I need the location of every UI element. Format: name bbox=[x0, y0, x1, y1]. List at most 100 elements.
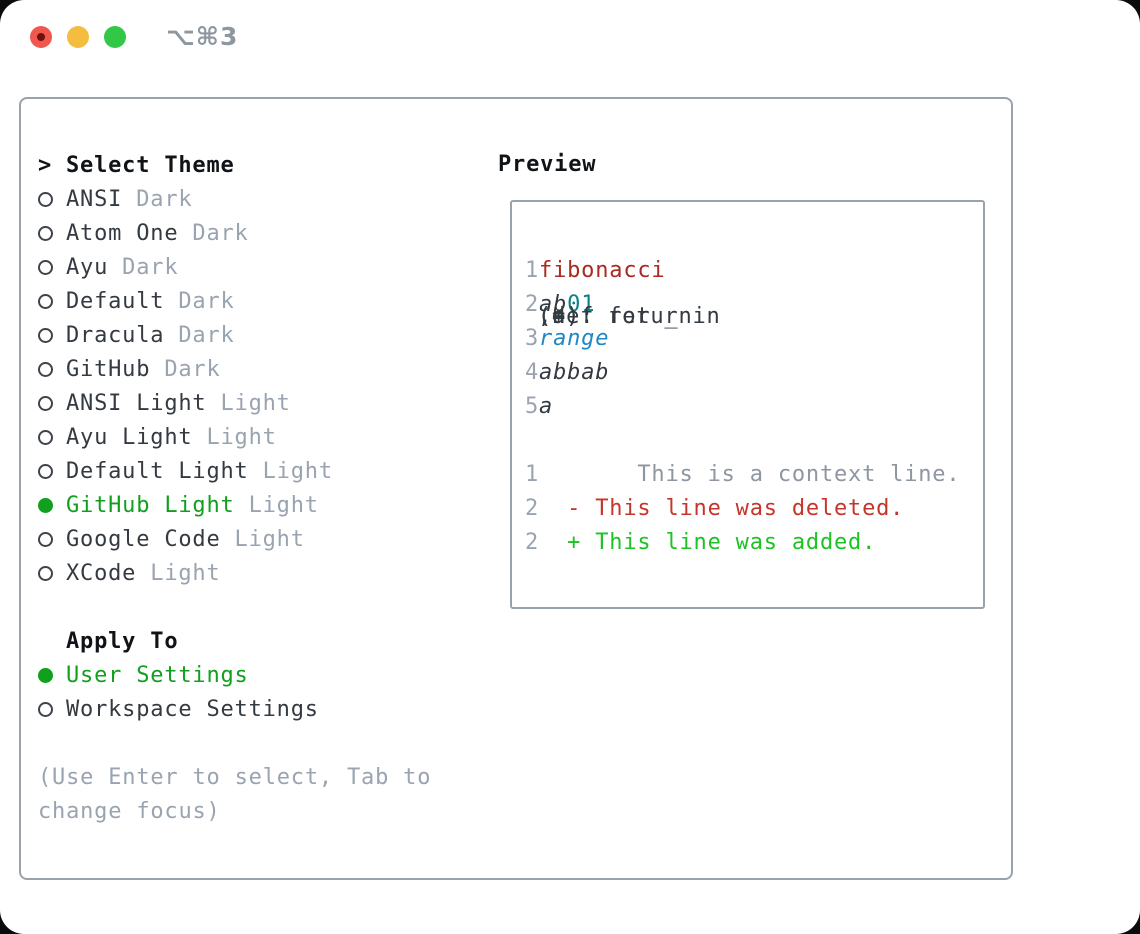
option-label: Workspace Settings bbox=[66, 696, 319, 722]
code-segment-num: 0 bbox=[567, 291, 582, 317]
radio-unselected-icon bbox=[38, 191, 66, 207]
variant-label: Dark bbox=[164, 322, 235, 348]
theme-option-xcode[interactable]: XCode Light bbox=[38, 556, 478, 590]
line-number: 5 bbox=[525, 393, 540, 419]
code-segment-var: b bbox=[553, 291, 568, 317]
option-label: Ayu Light bbox=[66, 424, 193, 450]
close-button[interactable] bbox=[30, 26, 52, 48]
theme-option-dracula[interactable]: Dracula Dark bbox=[38, 318, 478, 352]
code-segment-deleted: - This line was deleted. bbox=[539, 495, 905, 521]
cursor-icon: > bbox=[38, 152, 53, 178]
hint-text-line-2: change focus) bbox=[38, 798, 221, 824]
window-title: ⌥⌘3 bbox=[166, 22, 239, 51]
theme-option-atom-one[interactable]: Atom One Dark bbox=[38, 216, 478, 250]
radio-selected-icon bbox=[38, 667, 66, 683]
code-segment-code: (n): bbox=[538, 304, 595, 329]
option-label: Atom One bbox=[66, 220, 179, 246]
code-segment-var: a bbox=[581, 359, 596, 385]
option-label: Ayu bbox=[66, 254, 109, 280]
code-segment-var: b bbox=[553, 359, 568, 385]
radio-unselected-icon bbox=[38, 293, 66, 309]
theme-option-github-light[interactable]: GitHub Light Light bbox=[38, 488, 478, 522]
theme-option-default[interactable]: Default Dark bbox=[38, 284, 478, 318]
radio-unselected-icon bbox=[38, 701, 66, 717]
code-segment-code: , bbox=[538, 304, 567, 329]
code-segment-added: + This line was added. bbox=[539, 529, 877, 555]
code-segment-code: , bbox=[538, 304, 567, 329]
theme-option-default-light[interactable]: Default Light Light bbox=[38, 454, 478, 488]
radio-unselected-icon bbox=[38, 361, 66, 377]
theme-option-google-code[interactable]: Google Code Light bbox=[38, 522, 478, 556]
preview-title: Preview bbox=[498, 152, 597, 177]
hint-text-line-1: (Use Enter to select, Tab to bbox=[38, 764, 432, 790]
option-label: GitHub bbox=[66, 356, 151, 382]
code-segment-code: (n): bbox=[538, 304, 595, 329]
radio-unselected-icon bbox=[38, 327, 66, 343]
code-segment-context: This is a context line. bbox=[539, 461, 961, 487]
radio-unselected-icon bbox=[38, 429, 66, 445]
code-line: 2 - This line was deleted. bbox=[525, 491, 960, 525]
code-line: 1 def fibonacci(n): bbox=[525, 253, 960, 330]
radio-unselected-icon bbox=[38, 259, 66, 275]
theme-option-github[interactable]: GitHub Dark bbox=[38, 352, 478, 386]
line-number: 4 bbox=[525, 359, 540, 385]
code-segment-func: fibonacci bbox=[539, 257, 666, 283]
option-label: ANSI bbox=[66, 186, 123, 212]
radio-unselected-icon bbox=[38, 531, 66, 547]
apply-option-user-settings[interactable]: User Settings bbox=[38, 658, 478, 692]
option-label: User Settings bbox=[66, 662, 249, 688]
variant-label: Light bbox=[248, 458, 333, 484]
code-line: 2 + This line was added. bbox=[525, 525, 960, 559]
theme-option-ansi-light[interactable]: ANSI Light Light bbox=[38, 386, 478, 420]
zoom-button[interactable] bbox=[104, 26, 126, 48]
theme-option-ansi[interactable]: ANSI Dark bbox=[38, 182, 478, 216]
apply-to-title: Apply To bbox=[66, 628, 179, 654]
code-segment-num: 1 bbox=[581, 291, 596, 317]
variant-label: Light bbox=[192, 424, 277, 450]
apply-option-workspace-settings[interactable]: Workspace Settings bbox=[38, 692, 478, 726]
line-number bbox=[525, 428, 539, 453]
line-number: 2 bbox=[525, 495, 540, 521]
code-segment-var: a bbox=[539, 291, 554, 317]
code-segment-code: , bbox=[538, 304, 567, 329]
code-segment-code: + bbox=[538, 304, 581, 329]
code-line: 4 a, b = b, a + b bbox=[525, 304, 960, 389]
radio-unselected-icon bbox=[38, 395, 66, 411]
code-segment-code: = bbox=[538, 304, 581, 329]
code-segment-code: , bbox=[538, 304, 567, 329]
variant-label: Dark bbox=[150, 356, 221, 382]
code-line bbox=[525, 423, 960, 457]
option-label: Google Code bbox=[66, 526, 221, 552]
theme-option-ayu[interactable]: Ayu Dark bbox=[38, 250, 478, 284]
theme-option-ayu-light[interactable]: Ayu Light Light bbox=[38, 420, 478, 454]
code-line: 3 for _ in range(n): bbox=[525, 304, 960, 355]
variant-label: Light bbox=[234, 492, 319, 518]
variant-label: Dark bbox=[178, 220, 249, 246]
code-segment-builtin: range bbox=[539, 325, 610, 351]
option-label: ANSI Light bbox=[66, 390, 207, 416]
spacer bbox=[38, 590, 478, 624]
code-segment-var: a bbox=[539, 359, 554, 385]
variant-label: Light bbox=[136, 560, 221, 586]
variant-label: Dark bbox=[108, 254, 179, 280]
traffic-lights bbox=[30, 26, 126, 48]
variant-label: Dark bbox=[164, 288, 235, 314]
code-line: 2 a, b = 0, 1 bbox=[525, 287, 960, 330]
spacer bbox=[38, 726, 478, 760]
radio-unselected-icon bbox=[38, 225, 66, 241]
line-number: 2 bbox=[525, 529, 540, 555]
line-number: 3 bbox=[525, 325, 540, 351]
option-label: Default bbox=[66, 288, 165, 314]
line-number: 1 bbox=[525, 257, 540, 283]
unsaved-changes-dot-icon bbox=[37, 33, 45, 41]
radio-unselected-icon bbox=[38, 565, 66, 581]
option-label: Default Light bbox=[66, 458, 249, 484]
theme-list-header-row: > Select Theme bbox=[38, 148, 478, 182]
apply-to-header-row: Apply To bbox=[38, 624, 478, 658]
variant-label: Dark bbox=[122, 186, 193, 212]
variant-label: Light bbox=[206, 390, 291, 416]
minimize-button[interactable] bbox=[67, 26, 89, 48]
line-number: 1 bbox=[525, 461, 540, 487]
